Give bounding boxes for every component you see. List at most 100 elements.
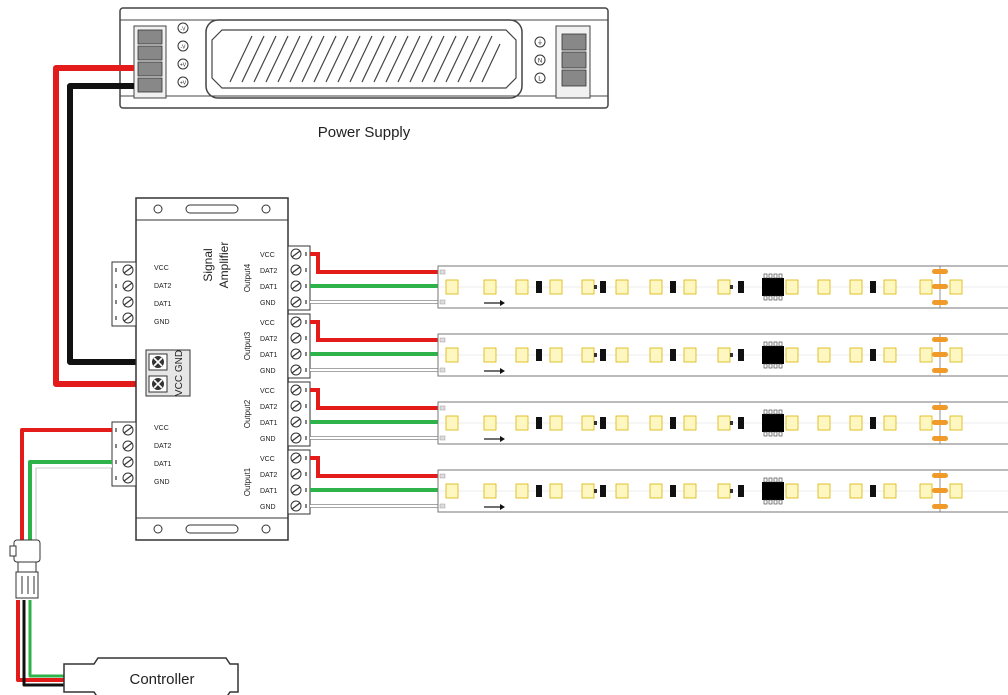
led-icon — [883, 483, 897, 499]
led-icon — [483, 347, 497, 363]
amplifier-title-1: Signal — [201, 248, 215, 281]
led-icon — [849, 415, 863, 431]
led-icon — [717, 415, 731, 431]
signal-amplifier: Signal Amplifier VCC DAT2 DAT1 GND VCC G… — [111, 197, 311, 541]
led-icon — [817, 347, 831, 363]
input-pin-0: VCC — [154, 425, 169, 432]
led-icon — [615, 279, 629, 295]
output-name: Output4 — [243, 263, 252, 292]
led-icon — [615, 415, 629, 431]
led-icon — [949, 415, 963, 431]
output-pin-label: VCC — [260, 388, 275, 395]
aux-pin-0: VCC — [154, 265, 169, 272]
led-icon — [549, 415, 563, 431]
led-icon — [683, 483, 697, 499]
psu-terminal-label: +V — [180, 81, 187, 87]
power-input-label: VCC GND — [174, 350, 185, 396]
led-icon — [581, 347, 595, 363]
aux-pin-1: DAT2 — [154, 283, 171, 290]
led-icon — [683, 347, 697, 363]
output-pin-label: DAT1 — [260, 488, 277, 495]
led-icon — [445, 483, 459, 499]
led-icon — [483, 415, 497, 431]
led-icon — [483, 279, 497, 295]
led-icon — [849, 483, 863, 499]
ic-chip-icon — [762, 278, 784, 296]
led-icon — [581, 483, 595, 499]
led-icon — [445, 415, 459, 431]
aux-pin-3: GND — [154, 319, 170, 326]
output-pin-label: GND — [260, 368, 276, 375]
aux-pin-2: DAT1 — [154, 301, 171, 308]
controller: Controller — [63, 657, 239, 695]
led-strips — [310, 252, 1008, 513]
input-pin-1: DAT2 — [154, 443, 171, 450]
direction-arrow-icon — [500, 436, 505, 442]
led-icon — [919, 279, 933, 295]
led-icon — [817, 415, 831, 431]
psu-terminal-label: ⏚ — [537, 40, 543, 47]
led-icon — [549, 347, 563, 363]
led-icon — [919, 415, 933, 431]
input-pin-2: DAT1 — [154, 461, 171, 468]
led-icon — [445, 279, 459, 295]
output-pin-label: VCC — [260, 252, 275, 259]
led-icon — [649, 347, 663, 363]
led-icon — [549, 483, 563, 499]
output-pin-label: DAT1 — [260, 352, 277, 359]
direction-arrow-icon — [500, 504, 505, 510]
led-strip — [437, 333, 1008, 377]
led-icon — [549, 279, 563, 295]
led-icon — [785, 279, 799, 295]
psu-terminal-label: -V — [181, 27, 187, 33]
led-icon — [615, 483, 629, 499]
output-pin-label: GND — [260, 300, 276, 307]
controller-wires — [16, 428, 112, 687]
psu-wires — [53, 65, 148, 387]
led-icon — [849, 347, 863, 363]
amplifier-title-2: Amplifier — [217, 242, 231, 289]
output-name: Output1 — [243, 467, 252, 496]
led-icon — [817, 483, 831, 499]
led-icon — [785, 347, 799, 363]
led-icon — [445, 347, 459, 363]
led-icon — [683, 415, 697, 431]
output-pin-label: VCC — [260, 320, 275, 327]
ic-chip-icon — [762, 414, 784, 432]
output-name: Output2 — [243, 399, 252, 428]
output-pin-label: DAT2 — [260, 404, 277, 411]
power-supply: Power Supply — [119, 7, 609, 141]
led-icon — [949, 347, 963, 363]
led-icon — [515, 347, 529, 363]
output-pin-label: DAT2 — [260, 336, 277, 343]
output-pin-label: DAT2 — [260, 472, 277, 479]
led-icon — [717, 279, 731, 295]
led-icon — [849, 279, 863, 295]
screw-terminal-icon — [148, 353, 168, 393]
led-icon — [649, 483, 663, 499]
output-pin-label: GND — [260, 504, 276, 511]
input-pin-3: GND — [154, 479, 170, 486]
output-pin-label: DAT1 — [260, 420, 277, 427]
led-strip — [437, 401, 1008, 445]
psu-terminal-label: -V — [181, 45, 187, 51]
direction-arrow-icon — [500, 300, 505, 306]
led-icon — [581, 415, 595, 431]
led-strip — [437, 265, 1008, 309]
led-icon — [949, 279, 963, 295]
psu-terminal-label: L — [538, 77, 542, 83]
led-icon — [785, 415, 799, 431]
output-pin-label: GND — [260, 436, 276, 443]
led-icon — [683, 279, 697, 295]
output-pin-label: DAT2 — [260, 268, 277, 275]
psu-terminal-label: +V — [180, 63, 187, 69]
led-icon — [949, 483, 963, 499]
led-icon — [883, 279, 897, 295]
output-pin-label: VCC — [260, 456, 275, 463]
ic-chip-icon — [762, 346, 784, 364]
led-icon — [581, 279, 595, 295]
